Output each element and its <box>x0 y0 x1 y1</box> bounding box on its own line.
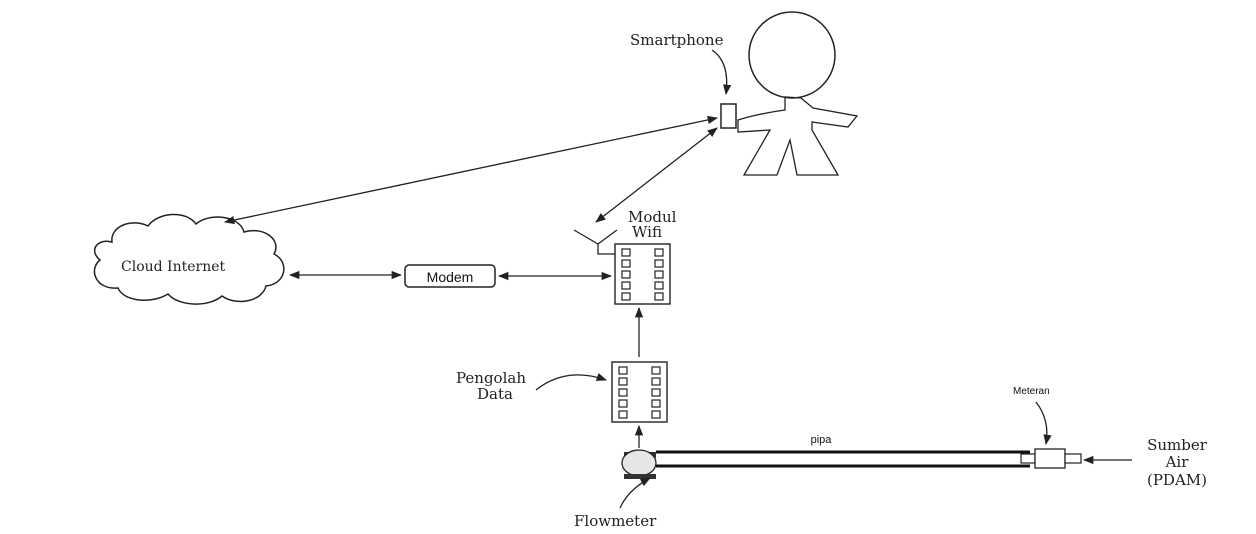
data-processor-label-line2: Data <box>477 385 513 403</box>
smartphone-icon <box>720 103 737 129</box>
wifi-module-label-line2: Wifi <box>632 223 662 241</box>
water-meter-pointer-arrow <box>1035 401 1052 446</box>
cloud-shape <box>93 213 285 305</box>
wifi-module-chip <box>614 243 671 305</box>
cloud-label: Cloud Internet <box>121 259 225 275</box>
water-source-label-line2: Air <box>1165 453 1190 471</box>
pipe <box>656 450 1030 468</box>
person-figure <box>737 11 859 176</box>
modem-label: Modem <box>427 269 474 285</box>
smartphone-label: Smartphone <box>630 31 724 49</box>
data-processor-pointer-arrow <box>535 372 607 391</box>
water-meter-icon <box>1020 448 1082 469</box>
antenna-icon <box>573 229 618 255</box>
pipe-label: pipa <box>811 434 833 446</box>
water-source-label-line1: Sumber <box>1147 436 1208 454</box>
water-source-label-line3: (PDAM) <box>1147 471 1207 489</box>
flowmeter-icon <box>621 449 657 479</box>
water-meter-label: Meteran <box>1013 386 1050 397</box>
wifi-smartphone-arrow <box>595 127 718 223</box>
data-processor-label-line1: Pengolah <box>456 369 526 387</box>
smartphone-pointer-arrow <box>711 49 732 96</box>
modem-box <box>404 264 496 288</box>
data-processor-chip <box>611 361 668 423</box>
flowmeter-label: Flowmeter <box>574 512 657 530</box>
cloud-smartphone-arrow <box>223 115 719 225</box>
flowmeter-pointer-arrow <box>619 477 651 509</box>
